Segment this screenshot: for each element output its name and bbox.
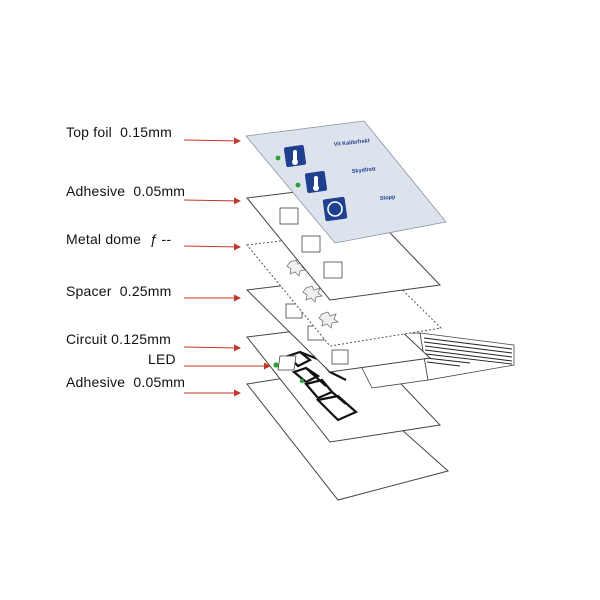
circuit-cutouts [277,355,297,371]
label-adhesive-top: Adhesive 0.05mm [66,183,185,199]
foil-text-3: Stopp [380,194,397,202]
layer-value: 0.15mm [120,124,172,140]
foil-text-1: Vit Kalibrfrekt [334,138,371,148]
layer-value: 0.05mm [133,374,186,390]
layer-top-foil: Vit Kalibrfrekt Skydfrett Stopp [245,120,447,244]
layer-value: ƒ -- [149,231,172,247]
layer-name: Adhesive [66,183,126,199]
leader-lines [183,137,271,397]
led-window [295,182,301,188]
foil-button-1 [275,144,307,168]
thermometer-icon [314,176,318,187]
label-adhesive-bottom: Adhesive 0.05mm [66,374,185,390]
foil-button-3 [322,196,348,222]
label-metal-dome: Metal dome ƒ -- [66,231,171,247]
flex-tail-traces [423,337,513,367]
leader-adhesive-top [183,197,241,205]
label-led: LED [148,351,176,367]
led-indicator [273,362,279,368]
led-indicator [299,378,305,384]
foil-text-2: Skydfrett [352,167,377,175]
thermometer-icon [293,150,297,161]
layer-name: Adhesive [66,374,126,390]
layer-name: Spacer [66,283,112,299]
layer-value: 0.125mm [111,331,171,347]
layer-name: Metal dome [66,231,142,247]
leader-circuit [183,344,241,352]
stop-icon [327,201,343,217]
label-spacer: Spacer 0.25mm [66,283,172,299]
leader-top-foil [183,137,241,145]
foil-button-2 [295,170,328,194]
layer-name: Top foil [66,124,112,140]
layer-value: 0.05mm [133,183,186,199]
layer-name: LED [148,351,176,367]
leader-metal-dome [183,243,241,251]
label-top-foil: Top foil 0.15mm [66,124,172,140]
layer-name: Circuit [66,331,108,347]
layer-value: 0.25mm [119,283,172,299]
led-window [275,155,281,161]
label-circuit: Circuit 0.125mm [66,331,171,347]
